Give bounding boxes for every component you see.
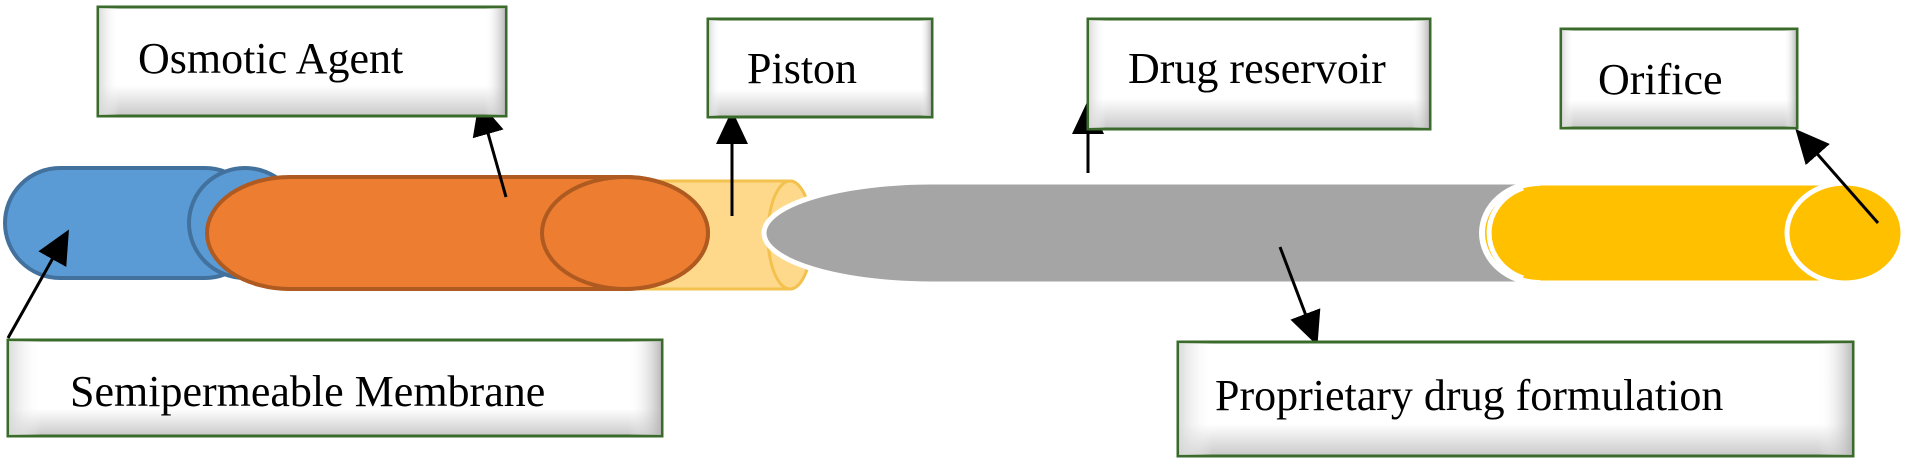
label-orifice-text: Orifice <box>1598 55 1723 104</box>
label-osmotic-agent: Osmotic Agent <box>96 5 508 118</box>
label-drug-reservoir-text: Drug reservoir <box>1128 44 1386 93</box>
osmotic-agent-arrow <box>472 101 508 198</box>
label-piston: Piston <box>706 17 934 119</box>
label-piston-text: Piston <box>747 44 857 93</box>
label-proprietary-drug-formulation-text: Proprietary drug formulation <box>1215 371 1723 420</box>
orifice-arrow <box>1795 128 1880 224</box>
drug-reservoir-cylinder <box>761 179 1533 287</box>
label-semipermeable-membrane-text: Semipermeable Membrane <box>70 367 545 416</box>
label-drug-reservoir: Drug reservoir <box>1086 17 1432 131</box>
label-semipermeable-membrane: Semipermeable Membrane <box>6 338 664 438</box>
membrane-arrow <box>6 229 69 339</box>
label-orifice: Orifice <box>1559 27 1799 130</box>
label-osmotic-agent-text: Osmotic Agent <box>138 34 403 83</box>
formulation-cylinder <box>1479 180 1906 286</box>
label-proprietary-drug-formulation: Proprietary drug formulation <box>1176 340 1855 458</box>
formulation-arrow <box>1278 246 1321 346</box>
osmotic-agent-cylinder <box>205 175 710 291</box>
